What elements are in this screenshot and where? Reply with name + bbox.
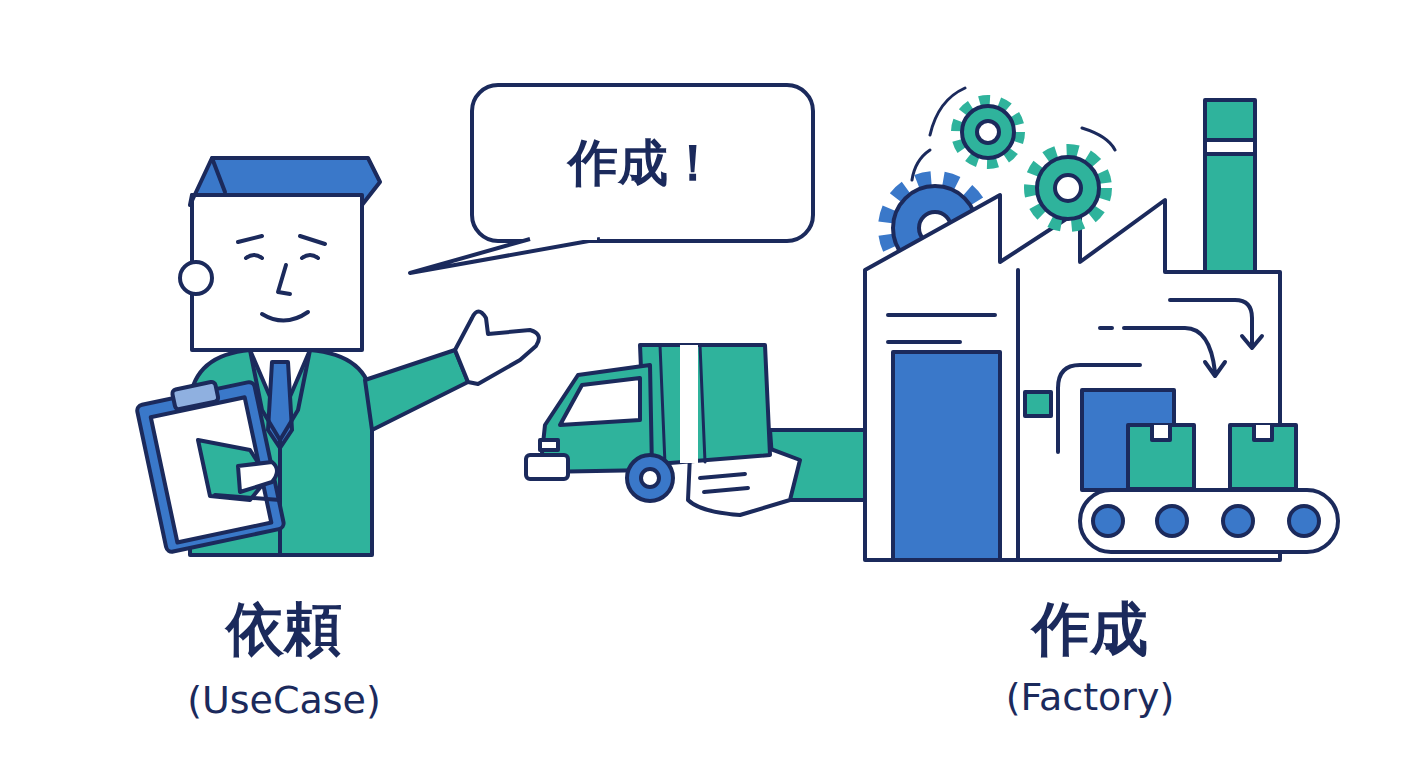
bubble-text: 作成！ (568, 130, 718, 197)
role-label: 作成 (1032, 591, 1148, 669)
role-label: 依頼 (226, 591, 342, 669)
class-label: (Factory) (1006, 675, 1174, 719)
factory (865, 88, 1338, 560)
class-label: (UseCase) (187, 678, 381, 722)
speech-bubble: 作成！ (470, 83, 815, 243)
